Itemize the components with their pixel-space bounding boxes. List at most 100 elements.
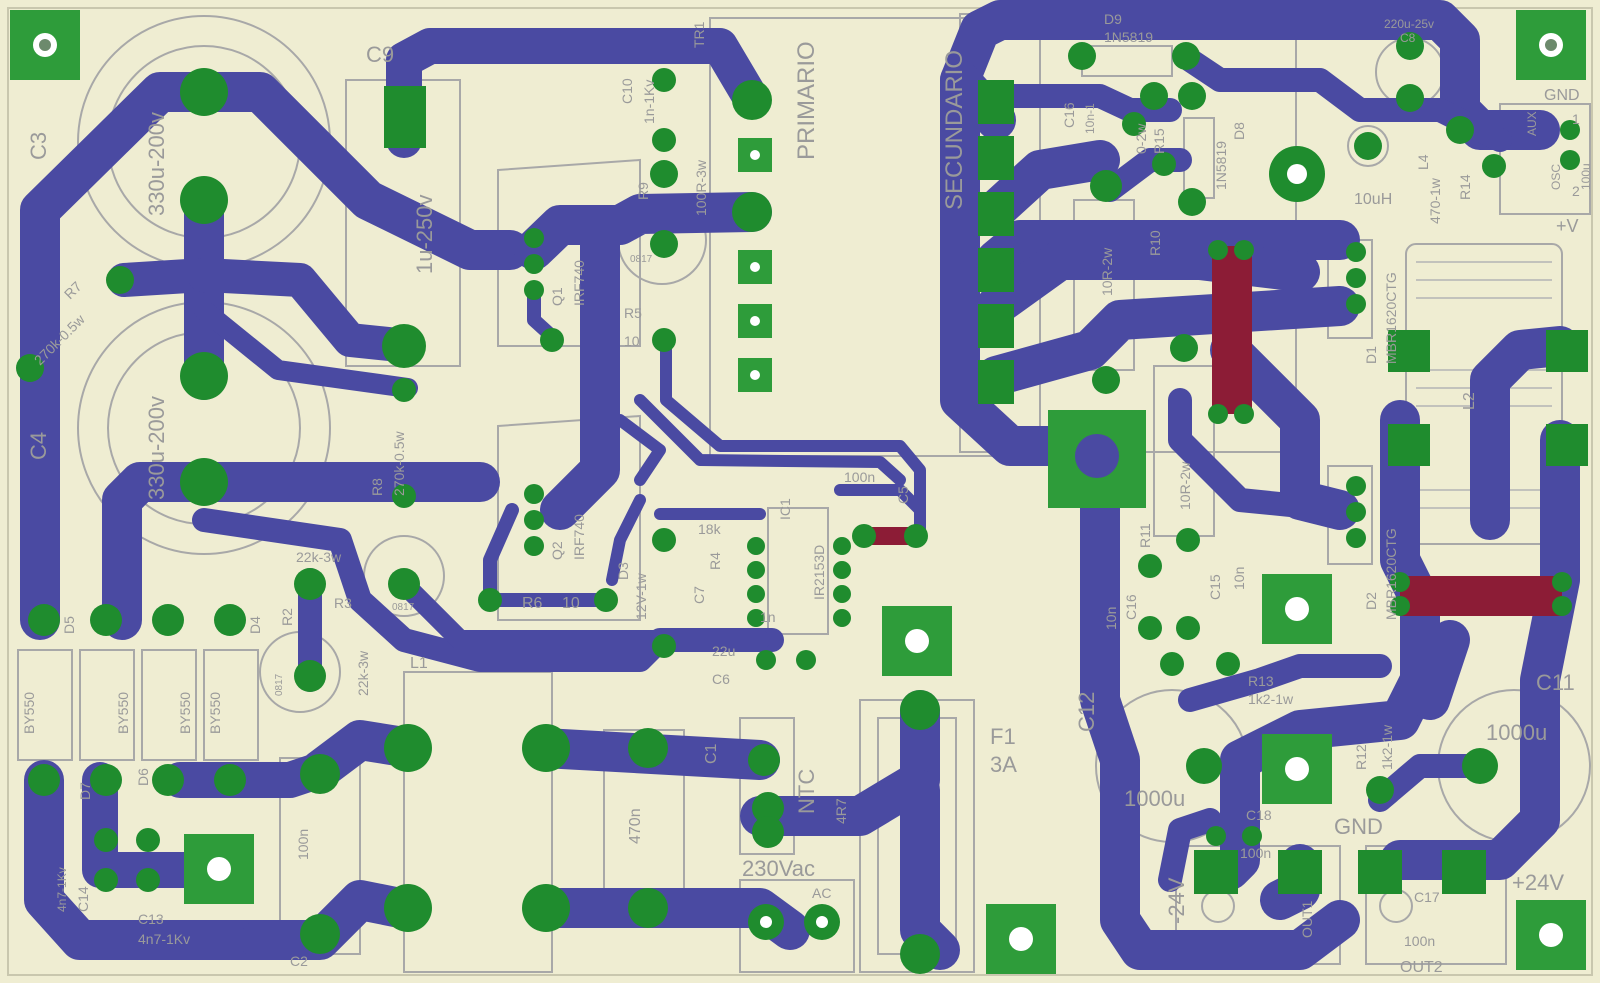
label-r8-value: 270k-0.5w — [391, 431, 407, 496]
label-c2: C2 — [290, 953, 308, 969]
label-q1: Q1 — [549, 287, 565, 306]
label-r5: R5 — [624, 305, 642, 321]
label-r9-value: 100R-3w — [693, 159, 709, 216]
label-d5: D5 — [61, 616, 77, 634]
label-aux-pin1: 1 — [1572, 111, 1580, 127]
label-r15: R15 — [1151, 128, 1167, 154]
label-tr1: TR1 — [691, 21, 707, 48]
label-r3: R3 — [334, 595, 352, 611]
label-by550-3: BY550 — [177, 692, 193, 734]
label-c18-value: 100n — [1240, 845, 1271, 861]
pads — [10, 10, 1588, 974]
label-minus24: -24V — [1164, 877, 1189, 924]
label-r4: R4 — [707, 552, 723, 570]
label-r2: R2 — [279, 608, 295, 626]
label-aux: AUX — [1525, 111, 1539, 136]
label-d2-value: MBR1620CTG — [1383, 528, 1399, 620]
label-r11: R11 — [1137, 523, 1153, 548]
label-r8: R8 — [369, 478, 385, 496]
label-r6: R6 — [522, 595, 543, 612]
label-aux-pin2: 2 — [1572, 183, 1580, 199]
label-by550-1: BY550 — [21, 692, 37, 734]
label-led-value: 100u — [1579, 163, 1593, 190]
label-opto-3: 0817 — [274, 673, 285, 696]
label-cap-top-value: 330u-200v — [144, 112, 169, 216]
label-c5: C5 — [895, 486, 911, 504]
label-l2: L2 — [1461, 392, 1478, 410]
label-ntc-value: 4R7 — [833, 798, 849, 824]
label-ic1: IC1 — [777, 498, 793, 520]
label-c14: C14 — [75, 886, 91, 912]
label-c18: C18 — [1246, 807, 1272, 823]
label-d3: D3 — [615, 562, 631, 580]
label-c6: C6 — [712, 671, 730, 687]
label-d2: D2 — [1363, 592, 1379, 610]
label-c12: C12 — [1074, 692, 1099, 732]
label-c3: C3 — [26, 132, 51, 160]
label-opto-1: 0817 — [630, 254, 653, 265]
label-r5-value: 10 — [624, 333, 640, 349]
label-c10: C10 — [619, 78, 635, 104]
label-r3-value: 22k-3w — [296, 549, 342, 565]
label-c13: C13 — [138, 911, 164, 927]
label-plus24: +24V — [1512, 870, 1564, 895]
label-c12-value: 1000u — [1124, 786, 1185, 811]
label-r14-value: 470-1w — [1427, 177, 1443, 224]
label-cap-bottom-value: 330u-200v — [144, 396, 169, 500]
label-c8-value: 220u-25v — [1384, 17, 1434, 31]
label-gnd-bottom: GND — [1334, 814, 1383, 839]
label-q2: Q2 — [549, 541, 565, 560]
label-c14-value: 4n7-1Kv — [55, 867, 69, 912]
label-c7: C7 — [691, 586, 707, 604]
label-f1: F1 — [990, 724, 1016, 749]
label-l4: L4 — [1415, 154, 1431, 170]
label-c16-bottom-value: 10n — [1103, 607, 1119, 630]
label-c10-value: 1n-1Kv — [641, 80, 657, 124]
label-c15: C15 — [1207, 574, 1223, 600]
label-c13-value: 4n7-1Kv — [138, 931, 190, 947]
label-r13: R13 — [1248, 673, 1274, 689]
label-r15-value: 0-2w — [1133, 123, 1149, 154]
label-c9: C9 — [366, 42, 394, 67]
board-outline — [7, 7, 1593, 976]
label-q2-value: IRF740 — [571, 514, 587, 560]
label-c15-value: 10n — [1231, 567, 1247, 590]
label-d9-value: 1N5819 — [1104, 29, 1153, 45]
label-c17-value: 100n — [1404, 933, 1435, 949]
label-secundario: SECUNDARIO — [941, 50, 968, 210]
label-c7-value: 1n — [760, 609, 776, 625]
label-gnd-top: GND — [1544, 87, 1580, 104]
label-d1-value: MBR1620CTG — [1383, 272, 1399, 364]
label-d4: D4 — [247, 616, 263, 634]
label-r9: R9 — [635, 182, 651, 200]
label-c6-value: 22u — [712, 643, 735, 659]
label-d8: D8 — [1231, 122, 1247, 140]
label-out1: OUT1 — [1299, 900, 1315, 938]
label-c16-top-value: 10n-1 — [1083, 103, 1097, 134]
label-c4: C4 — [26, 432, 51, 460]
label-d6: D6 — [135, 768, 151, 786]
label-r13-value: 1k2-1w — [1248, 691, 1294, 707]
label-r12-value: 1k2-1w — [1379, 724, 1395, 770]
label-c16-bottom: C16 — [1123, 594, 1139, 620]
label-r14: R14 — [1457, 174, 1473, 200]
label-d7: D7 — [77, 782, 93, 800]
label-r10-value: 10R-2w — [1099, 247, 1115, 296]
label-r1-value: 18k — [698, 521, 722, 537]
label-ic1-value: IR2153D — [811, 545, 827, 600]
label-r6-value: 10 — [562, 595, 580, 612]
label-c16-top: C16 — [1061, 102, 1077, 128]
label-osc: OSC — [1549, 164, 1563, 190]
label-d9: D9 — [1104, 11, 1122, 27]
label-c1: C1 — [703, 743, 720, 764]
label-c2-value: 100n — [295, 829, 311, 860]
label-r10: R10 — [1147, 230, 1163, 256]
label-d1: D1 — [1363, 346, 1379, 364]
label-by550-2: BY550 — [115, 692, 131, 734]
label-c17: C17 — [1414, 889, 1440, 905]
label-vplus: +V — [1556, 216, 1579, 236]
label-c5-value: 100n — [844, 469, 875, 485]
label-primario: PRIMARIO — [793, 41, 820, 160]
label-out2: OUT2 — [1400, 959, 1443, 976]
